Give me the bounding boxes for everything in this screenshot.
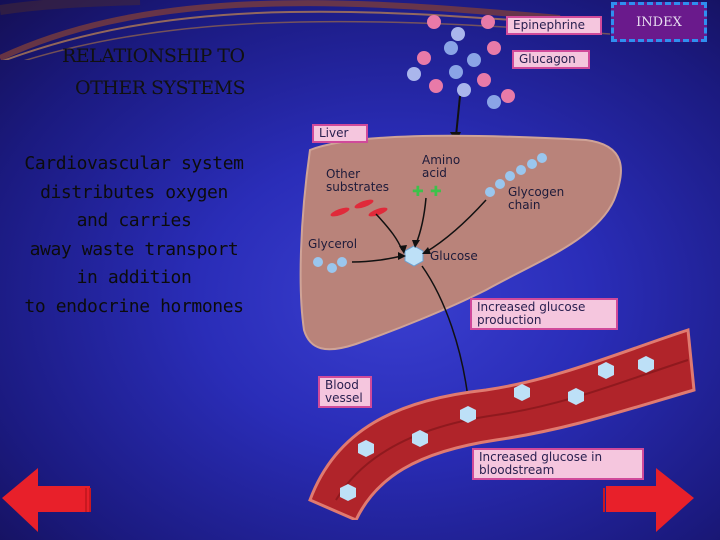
- epinephrine-label: Epinephrine: [506, 16, 602, 35]
- body-line: away waste transport: [29, 238, 239, 260]
- body-line: Cardiovascular system: [24, 153, 244, 174]
- hormone-molecules: [407, 15, 515, 109]
- svg-text:✚: ✚: [430, 184, 442, 200]
- blood-vessel-label: Blood vessel: [318, 376, 372, 408]
- diagram-artwork: ✚ ✚: [299, 15, 696, 522]
- svg-text:✚: ✚: [412, 184, 424, 200]
- title-line-1: RELATIONSHIP TO: [62, 45, 245, 67]
- increased-production-label: Increased glucose production: [470, 298, 618, 330]
- title-line-2: OTHER SYSTEMS: [75, 77, 246, 99]
- body-line: and carries: [76, 210, 192, 231]
- blood-vessel-shape: [308, 328, 696, 522]
- amino-acid-label: Amino acid: [422, 153, 461, 180]
- liver-shape: [299, 134, 622, 351]
- body-text: Cardiovascular system distributes oxygen…: [0, 150, 268, 321]
- glycogen-chain-label: Glycogen chain: [508, 185, 565, 212]
- glucose-label: Glucose: [430, 249, 478, 263]
- right-arrow-icon: [603, 468, 694, 532]
- other-substrates-label: Other substrates: [326, 167, 390, 194]
- glycerol-label: Glycerol: [308, 237, 358, 251]
- body-line: in addition: [76, 267, 192, 288]
- liver-label: Liver: [312, 124, 368, 143]
- left-arrow-icon: [2, 468, 91, 532]
- body-line: distributes oxygen: [40, 181, 228, 203]
- body-line: to endocrine hormones: [24, 295, 244, 317]
- slide-title: RELATIONSHIP TO OTHER SYSTEMS: [62, 40, 262, 104]
- increased-bloodstream-label: Increased glucose in bloodstream: [472, 448, 644, 480]
- glucose-regulation-diagram: ✚ ✚: [296, 0, 696, 522]
- decorative-swoosh: [0, 0, 611, 60]
- glucagon-label: Glucagon: [512, 50, 590, 69]
- forward-button[interactable]: [600, 468, 696, 532]
- back-button[interactable]: [0, 468, 96, 532]
- index-button[interactable]: INDEX: [611, 2, 707, 42]
